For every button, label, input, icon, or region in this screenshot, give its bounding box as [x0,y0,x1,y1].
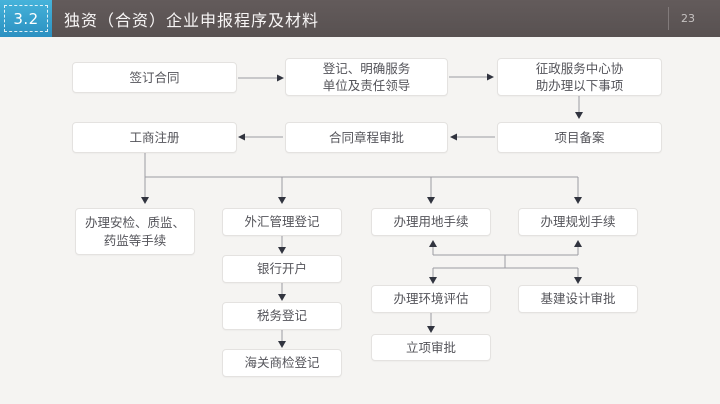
flow-node-label: 登记、明确服务 单位及责任领导 [322,60,411,94]
flow-node-sign-contract: 签订合同 [72,62,237,93]
dashed-border-decoration [4,5,48,32]
flow-node-label: 外汇管理登记 [244,214,320,230]
flow-node-label: 办理环境评估 [393,291,469,307]
flow-node-land-procedure: 办理用地手续 [371,208,491,236]
flow-node-register-leaders: 登记、明确服务 单位及责任领导 [285,58,448,96]
page-number: 23 [681,12,695,25]
flow-node-environment-assessment: 办理环境评估 [371,285,491,313]
flow-node-label: 征政服务中心协 助办理以下事项 [535,60,624,94]
slide-title: 独资（合资）企业申报程序及材料 [64,10,320,30]
flow-node-tax-registration: 税务登记 [222,302,342,330]
flow-node-planning-procedure: 办理规划手续 [518,208,638,236]
flow-node-label: 工商注册 [129,129,180,145]
flow-node-infrastructure-design-approval: 基建设计审批 [518,285,638,313]
flow-node-project-approval: 立项审批 [371,334,491,361]
page-number-divider [668,7,669,30]
flow-node-label: 项目备案 [554,129,605,145]
flow-node-business-register: 工商注册 [72,122,237,153]
flow-node-label: 签订合同 [129,69,180,85]
flow-node-customs-inspection: 海关商检登记 [222,349,342,377]
slide-header: 3.2 独资（合资）企业申报程序及材料 23 [0,0,720,37]
flow-node-safety-quality-drug: 办理安检、质监、 药监等手续 [75,208,195,255]
flow-node-project-filing: 项目备案 [497,122,662,153]
flow-node-label: 海关商检登记 [244,355,320,371]
flow-node-service-center: 征政服务中心协 助办理以下事项 [497,58,662,96]
section-number: 3.2 [13,9,39,28]
section-number-badge: 3.2 [0,0,52,37]
flow-node-bank-account: 银行开户 [222,255,342,283]
flow-node-label: 合同章程审批 [328,129,404,145]
flow-node-label: 税务登记 [256,308,307,324]
flow-node-label: 办理规划手续 [540,214,616,230]
flow-node-label: 基建设计审批 [540,291,616,307]
flow-node-label: 办理安检、质监、 药监等手续 [84,215,185,248]
flow-node-contract-charter-approval: 合同章程审批 [285,122,448,153]
flow-node-label: 办理用地手续 [393,214,469,230]
flow-node-forex-registration: 外汇管理登记 [222,208,342,236]
flow-node-label: 立项审批 [405,339,456,355]
flow-node-label: 银行开户 [256,261,307,277]
